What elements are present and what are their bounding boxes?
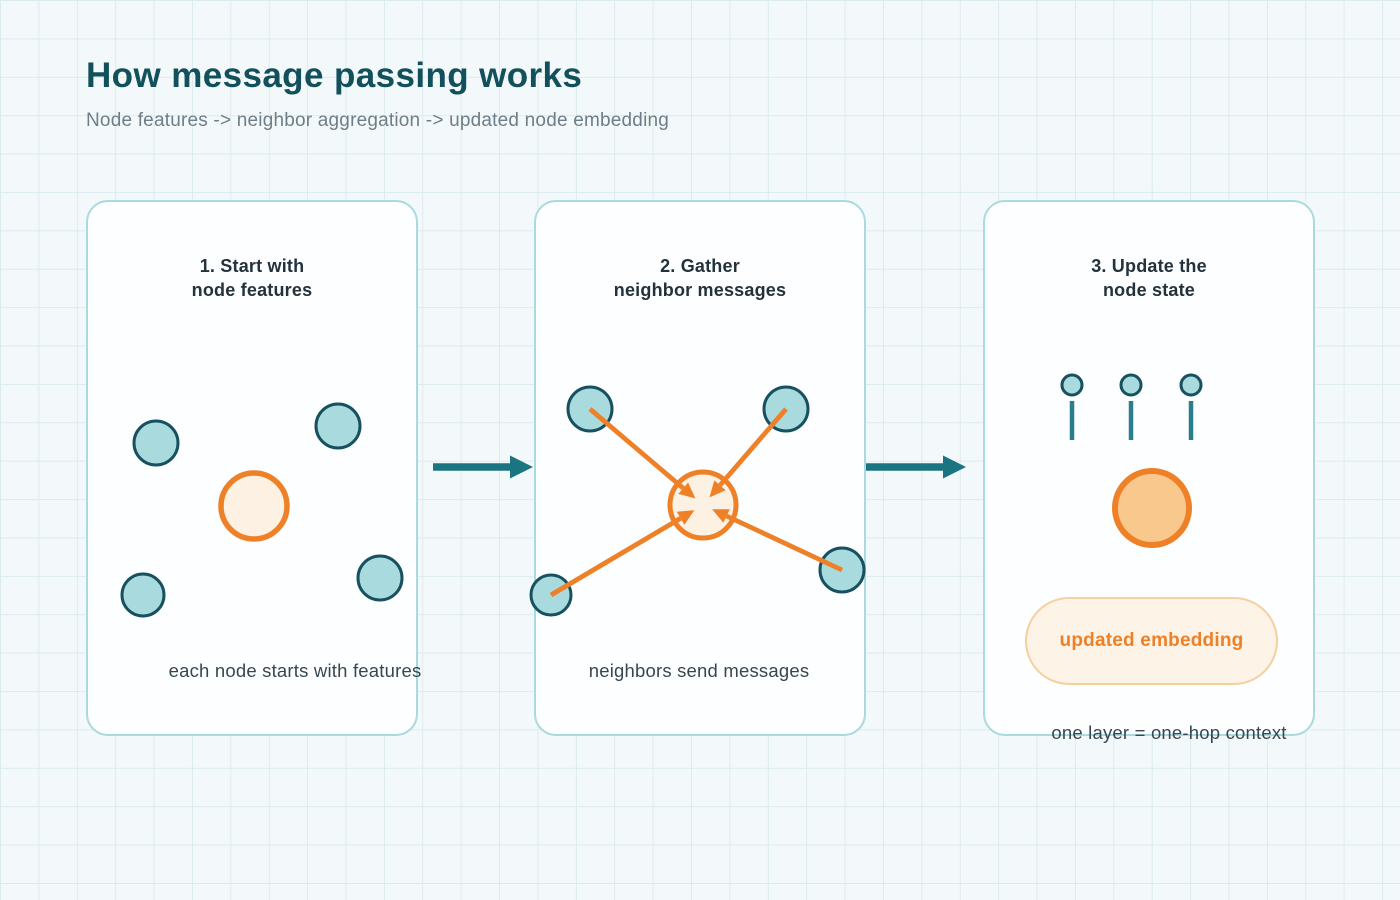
- step-3-heading-line2: node state: [1102, 279, 1196, 300]
- message-arrowhead: [709, 480, 726, 498]
- updated-embedding-label: updated embedding: [1059, 630, 1244, 651]
- feature-node-blue: [314, 402, 362, 450]
- message-arrowhead: [712, 509, 730, 523]
- arrow-head: [510, 455, 533, 479]
- step-2-caption: neighbors send messages: [588, 660, 810, 681]
- feature-node-blue: [132, 419, 180, 467]
- lollipop-node: [1060, 373, 1084, 397]
- lollipop-node: [1179, 373, 1203, 397]
- step-2-heading-line2: neighbor messages: [613, 279, 787, 300]
- feature-node-blue: [120, 572, 166, 618]
- step-3-caption: one layer = one-hop context: [1051, 722, 1287, 743]
- message-line: [725, 513, 844, 573]
- step-1-heading-line2: node features: [191, 279, 313, 300]
- arrow-head: [943, 455, 966, 479]
- center-node-orange: [218, 470, 290, 542]
- step-2-heading: 2. Gather neighbor messages: [536, 255, 864, 302]
- step-2-heading-line1: 2. Gather: [660, 256, 740, 276]
- step-3-heading: 3. Update the node state: [985, 255, 1313, 302]
- step-3-graph: [1060, 373, 1203, 548]
- message-arrowhead: [678, 482, 696, 499]
- page-subtitle: Node features -> neighbor aggregation ->…: [86, 110, 670, 131]
- step-card-2-gather-messages: 2. Gather neighbor messages neighbors se…: [529, 200, 866, 736]
- message-line: [718, 407, 788, 487]
- step-card-1-node-features: 1. Start with node features each node st…: [86, 200, 421, 736]
- updated-embedding-pill: updated embedding: [1025, 597, 1278, 685]
- feature-node-blue: [356, 554, 404, 602]
- step-2-graph: [529, 385, 866, 617]
- message-line: [549, 516, 682, 598]
- step-card-3-update-state: 3. Update the node state updated embeddi…: [983, 200, 1315, 743]
- arrow-right-icon: [866, 455, 966, 479]
- arrow-right-icon: [433, 455, 533, 479]
- step-1-caption: each node starts with features: [168, 660, 422, 681]
- step-1-heading: 1. Start with node features: [88, 255, 416, 302]
- step-3-heading-line1: 3. Update the: [1091, 256, 1207, 276]
- message-arrowhead: [676, 510, 695, 525]
- step-1-heading-line1: 1. Start with: [199, 256, 305, 276]
- step-1-graph: [120, 402, 404, 618]
- updated-node-orange: [1112, 468, 1192, 548]
- message-line: [588, 407, 685, 491]
- page-title: How message passing works: [86, 56, 583, 95]
- lollipop-node: [1119, 373, 1143, 397]
